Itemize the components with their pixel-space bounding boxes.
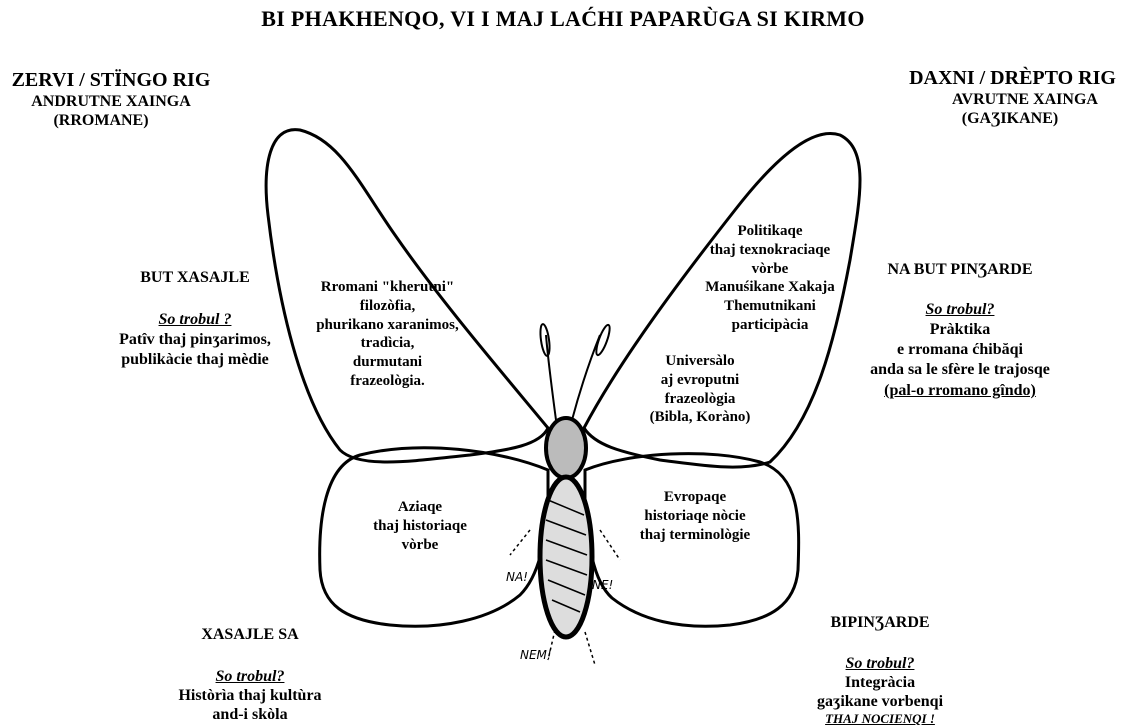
top-left-heading: BUT XASAJLE [100,268,290,287]
top-left-question: So trobul ? [100,310,290,329]
top-left-line2: publikàcie thaj mèdie [90,350,300,369]
upper-right-wing-text-a: Politikaqe thaj texnokraciaqe vòrbe Manu… [685,222,855,335]
bottom-right-question: So trobul? [780,654,980,673]
page-title: BI PHAKHENQO, VI I MAJ LAĆHI PAPARÙGA SI… [0,6,1126,32]
right-header-sub: AVRUTNE XAINGA [920,90,1126,109]
bottom-left-heading: XASAJLE SA [150,625,350,644]
right-header-title: DAXNI / DRÈPTO RIG [905,66,1120,90]
right-header-paren: (GAƷIKANE) [920,109,1100,128]
wing-ul-line1: Rromani "kherutni" [300,278,475,297]
wing-urb-line4: (Bibla, Koràno) [625,408,775,427]
bottom-right-heading: BIPINƷARDE [780,613,980,632]
bottom-left-line2: and-i skòla [150,705,350,724]
upper-left-wing-text: Rromani "kherutni" filozòfia, phurikano … [300,278,475,391]
left-header-paren: (RROMANE) [6,111,196,130]
top-right-line4: (pal-o rromano gîndo) [840,381,1080,400]
top-right-question: So trobul? [860,300,1060,319]
wing-ll-line2: thaj historiaqe [350,517,490,536]
left-antenna-tip [539,324,551,357]
left-header-title: ZERVI / STÏNGO RIG [6,68,216,92]
wing-urb-line3: frazeològia [625,390,775,409]
bottom-left-question: So trobul? [150,667,350,686]
top-right-line3: anda sa le sfère le trajosqe [830,360,1090,379]
wing-lr-line1: Evropaqe [610,488,780,507]
body-mark-na: NA! [506,570,528,584]
wing-ul-line4: tradìcia, [300,334,475,353]
body-mark-ne: NE! [592,578,613,592]
wing-ll-line3: vòrbe [350,536,490,555]
wing-ul-line3: phurikano xaranimos, [300,316,475,335]
wing-urb-line1: Universàlo [625,352,775,371]
bottom-left-line1: Històrìa thaj kultùra [150,686,350,705]
wing-ura-line4: Manuśikane Xakaja [685,278,855,297]
wing-ura-line5: Themutnikani [685,297,855,316]
wing-ul-line2: filozòfia, [300,297,475,316]
wing-ura-line1: Politikaqe [685,222,855,241]
wing-ura-line3: vòrbe [685,260,855,279]
body-mark-nem: NEM! [520,648,552,662]
wing-urb-line2: aj evroputni [625,371,775,390]
left-antenna [546,335,556,420]
wing-ura-line6: participàcia [685,316,855,335]
top-right-line1: Pràktika [860,320,1060,339]
wing-ura-line2: thaj texnokraciaqe [685,241,855,260]
bottom-right-line2: gaʒikane vorbenqi [780,692,980,711]
lower-right-wing-text: Evropaqe historiaqe nòcie thaj terminolò… [610,488,780,544]
bottom-right-line3: THAJ NOCIENQI ! [780,711,980,727]
top-left-line1: Patîv thaj pinʒarimos, [90,330,300,349]
lower-left-wing-text: Aziaqe thaj historiaqe vòrbe [350,498,490,554]
top-right-heading: NA BUT PINƷARDE [860,260,1060,279]
thorax [546,418,586,478]
top-right-line2: e rromana ćhibăqi [860,340,1060,359]
bottom-right-line1: Integràcia [780,673,980,692]
wing-ll-line1: Aziaqe [350,498,490,517]
wing-ul-line5: durmutani [300,353,475,372]
upper-right-wing-text-b: Universàlo aj evroputni frazeològia (Bib… [625,352,775,427]
abdomen [540,477,592,637]
wing-lr-line3: thaj terminològie [610,526,780,545]
right-antenna-tip [594,324,612,357]
wing-lr-line2: historiaqe nòcie [610,507,780,526]
wing-ul-line6: frazeològia. [300,372,475,391]
left-header-sub: ANDRUTNE XAINGA [6,92,216,111]
